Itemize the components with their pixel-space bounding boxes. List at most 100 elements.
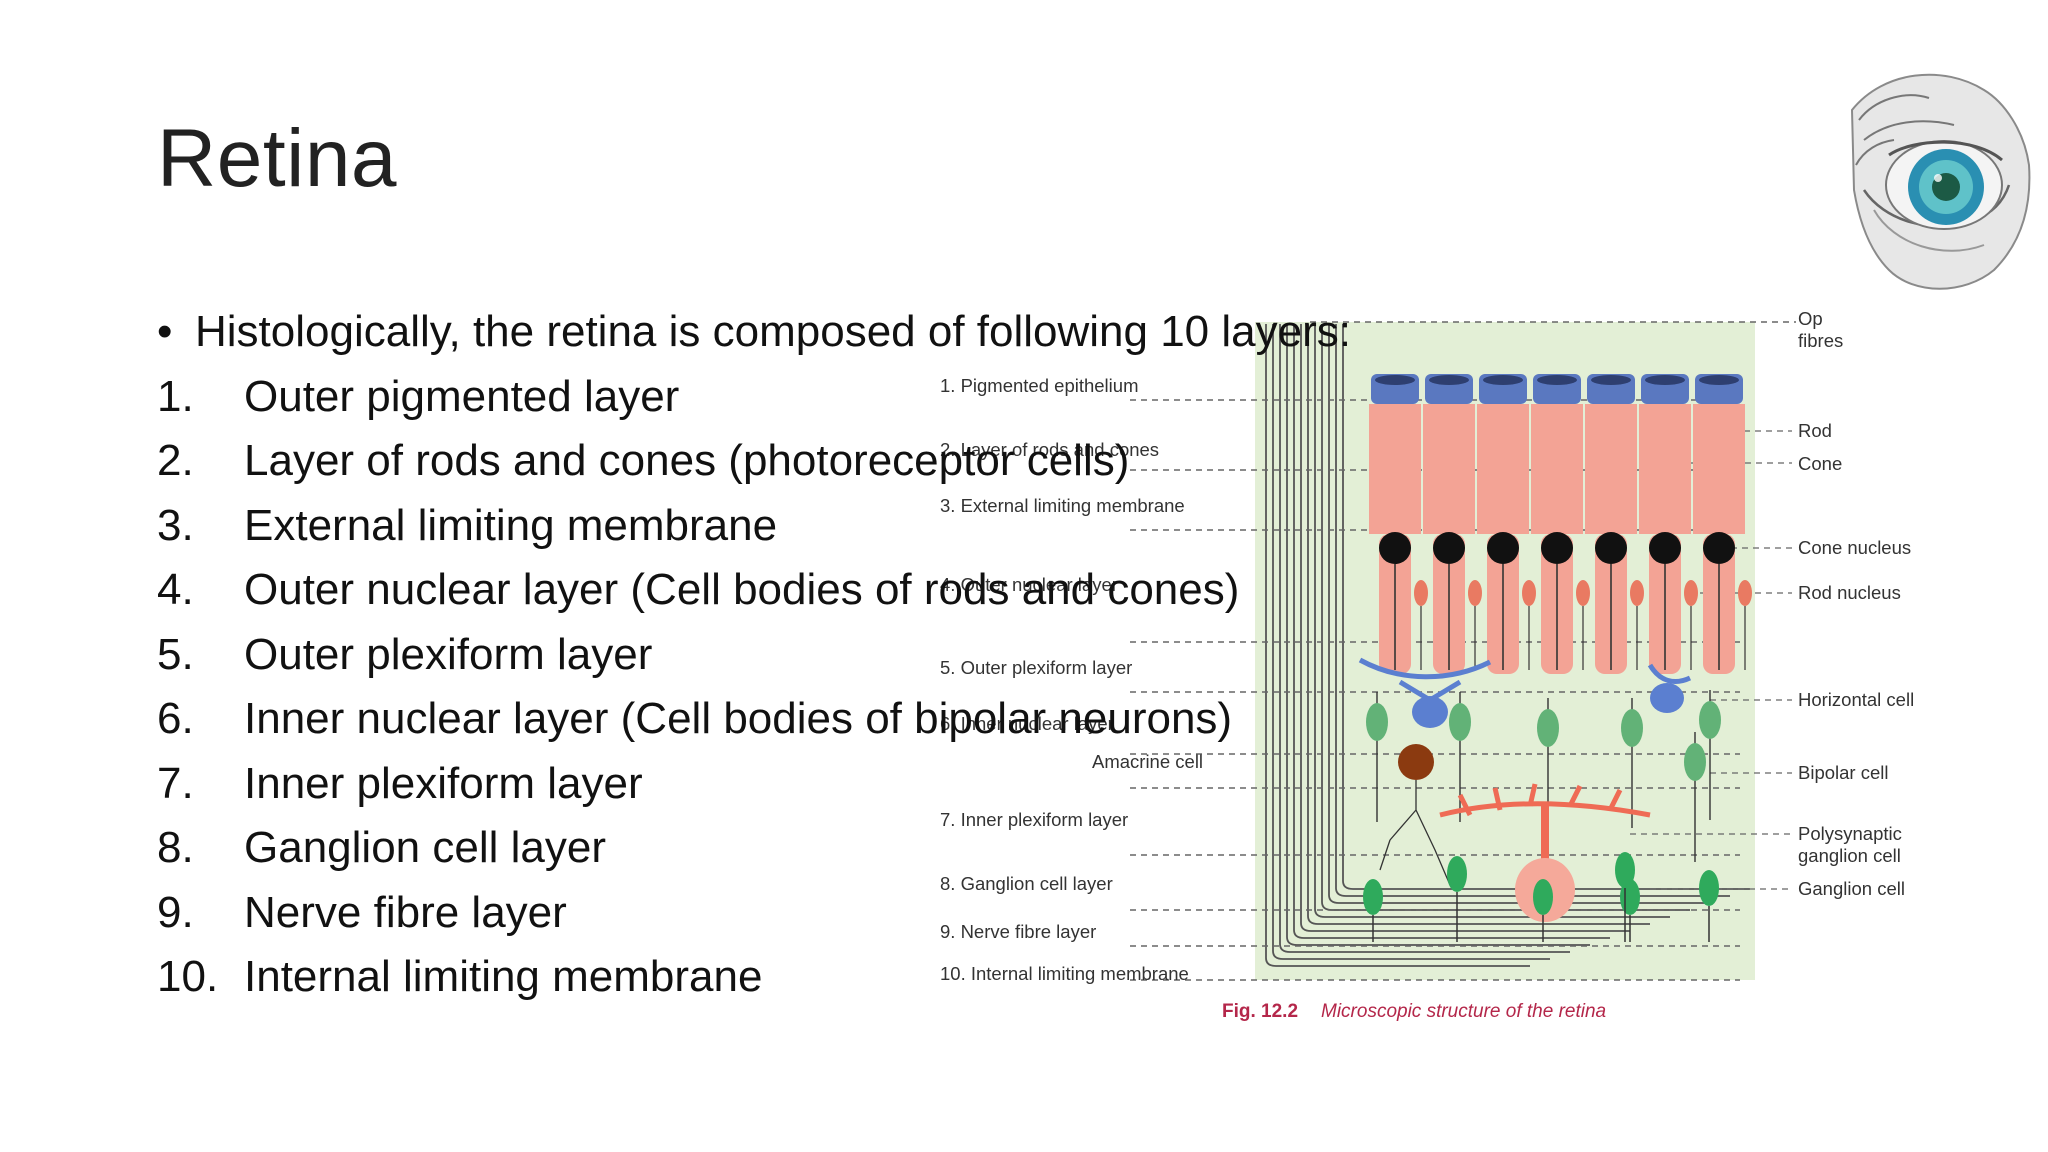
label-polysynaptic-2: ganglion cell: [1798, 845, 1901, 866]
nerve-fibre: [1279, 324, 1570, 953]
nerve-fibre: [1272, 324, 1550, 960]
photoreceptor-segment: [1369, 404, 1421, 534]
pigment-granule: [1537, 375, 1577, 385]
layer-list: • Histologically, the retina is composed…: [157, 300, 1351, 1010]
polysynaptic-dendrites: [1439, 783, 1651, 818]
cone-nucleus: [1649, 532, 1681, 564]
label-ganglion-layer: 8. Ganglion cell layer: [940, 873, 1113, 894]
nerve-fibre: [1293, 324, 1610, 939]
bipolar-cell: [1537, 709, 1559, 747]
list-item: 6. Inner nuclear layer (Cell bodies of bi…: [157, 687, 1351, 752]
list-item: 9. Nerve fibre layer: [157, 881, 1351, 946]
list-text: Inner plexiform layer: [244, 758, 643, 808]
photoreceptor-segment: [1693, 404, 1745, 534]
label-nerve-fibre: 9. Nerve fibre layer: [940, 921, 1096, 942]
rod-nucleus: [1522, 580, 1536, 606]
pigment-granule: [1483, 375, 1523, 385]
rod-nucleus: [1630, 580, 1644, 606]
nerve-fibre: [1342, 324, 1750, 890]
pigment-granule: [1591, 375, 1631, 385]
list-item: 5.Outer plexiform layer: [157, 623, 1351, 688]
label-ganglion-cell: Ganglion cell: [1798, 878, 1905, 899]
list-item: 4.Outer nuclear layer (Cell bodies of ro…: [157, 558, 1351, 623]
bipolar-cell: [1699, 701, 1721, 739]
eye-illustration: [1850, 73, 2031, 290]
rod-nucleus: [1684, 580, 1698, 606]
nerve-fibre: [1314, 324, 1670, 918]
list-text: Nerve fibre layer: [244, 887, 567, 937]
retina-diagram: 1. Pigmented epithelium 2. Layer of rods…: [940, 310, 1914, 1022]
label-inner-plexiform: 7. Inner plexiform layer: [940, 809, 1128, 830]
nerve-fibre: [1286, 324, 1590, 946]
label-optic-1: Op: [1798, 310, 1823, 329]
photoreceptor-segment: [1531, 404, 1583, 534]
ganglion-cell: [1615, 852, 1635, 888]
nerve-fibre: [1328, 324, 1710, 904]
intro-bullet: • Histologically, the retina is composed…: [157, 300, 1351, 365]
photoreceptor-segment: [1423, 404, 1475, 534]
left-labels: 1. Pigmented epithelium 2. Layer of rods…: [940, 375, 1203, 984]
amacrine-processes: [1379, 780, 1451, 886]
list-number: 8.: [157, 823, 194, 872]
list-text: Outer pigmented layer: [244, 371, 680, 421]
rod-nucleus: [1468, 580, 1482, 606]
list-number: 5.: [157, 629, 194, 679]
layer-boundaries: [1130, 321, 1796, 981]
ganglion-cell: [1447, 856, 1467, 892]
label-rod: Rod: [1798, 420, 1832, 441]
label-cone-nucleus: Cone nucleus: [1798, 537, 1911, 558]
list-text: Internal limiting membrane: [244, 952, 763, 1001]
horizontal-cell: [1412, 696, 1448, 728]
label-optic-2: fibres: [1798, 330, 1843, 351]
amacrine-cell: [1398, 744, 1434, 780]
list-text: Ganglion cell layer: [244, 823, 606, 872]
list-number: 3.: [157, 500, 194, 550]
list-number: 6.: [157, 694, 194, 743]
list-item: 7.Inner plexiform layer: [157, 752, 1351, 817]
pigment-granule: [1699, 375, 1739, 385]
ganglion-cell: [1363, 879, 1383, 915]
cone-nucleus: [1595, 532, 1627, 564]
pigment-granule: [1645, 375, 1685, 385]
label-inner-nuclear: 6. Inner nuclear layer: [940, 713, 1114, 734]
label-outer-nuclear: 4. Outer nuclear layer: [940, 574, 1118, 595]
nerve-fibre: [1307, 324, 1650, 925]
list-item: 3.External limiting membrane: [157, 494, 1351, 559]
label-bipolar: Bipolar cell: [1798, 762, 1889, 783]
cone-nucleus: [1541, 532, 1573, 564]
list-number: 4.: [157, 565, 194, 614]
cone-nucleus: [1379, 532, 1411, 564]
label-polysynaptic-1: Polysynaptic: [1798, 823, 1902, 844]
photoreceptor-segment: [1477, 404, 1529, 534]
bipolar-cell: [1449, 703, 1471, 741]
list-number: 2.: [157, 436, 194, 485]
photoreceptor-segment: [1585, 404, 1637, 534]
bipolar-cell: [1621, 709, 1643, 747]
list-item: 8. Ganglion cell layer: [157, 816, 1351, 881]
label-external-limiting: 3. External limiting membrane: [940, 495, 1185, 516]
list-item: 1.Outer pigmented layer: [157, 365, 1351, 430]
rod-nucleus: [1576, 580, 1590, 606]
list-text: Inner nuclear layer (Cell bodies of bipo…: [244, 694, 1233, 743]
horizontal-dendrites: [1647, 663, 1692, 684]
list-item: 2. Layer of rods and cones (photoreceptor…: [157, 429, 1351, 494]
right-labels: Op fibres Rod Cone Cone nucleus Rod nucl…: [1798, 310, 1914, 899]
intro-text: Histologically, the retina is composed o…: [195, 307, 1351, 356]
label-outer-plexiform: 5. Outer plexiform layer: [940, 657, 1132, 678]
label-pigmented-epithelium: 1. Pigmented epithelium: [940, 375, 1138, 396]
label-horizontal: Horizontal cell: [1798, 689, 1914, 710]
label-cone: Cone: [1798, 453, 1842, 474]
rod-nucleus: [1414, 580, 1428, 606]
list-number: 9.: [157, 887, 194, 937]
optic-nerve-fibres: [1265, 324, 1750, 967]
retina-cells: [1358, 374, 1752, 942]
list-text: Layer of rods and cones (photoreceptor c…: [244, 436, 1130, 485]
list-number: 10.: [157, 952, 219, 1001]
pigment-granule: [1429, 375, 1469, 385]
pigment-granule: [1375, 375, 1415, 385]
label-amacrine: Amacrine cell: [1092, 751, 1203, 772]
cone-nucleus: [1703, 532, 1735, 564]
horizontal-cell: [1650, 683, 1684, 713]
bipolar-cell: [1684, 743, 1706, 781]
